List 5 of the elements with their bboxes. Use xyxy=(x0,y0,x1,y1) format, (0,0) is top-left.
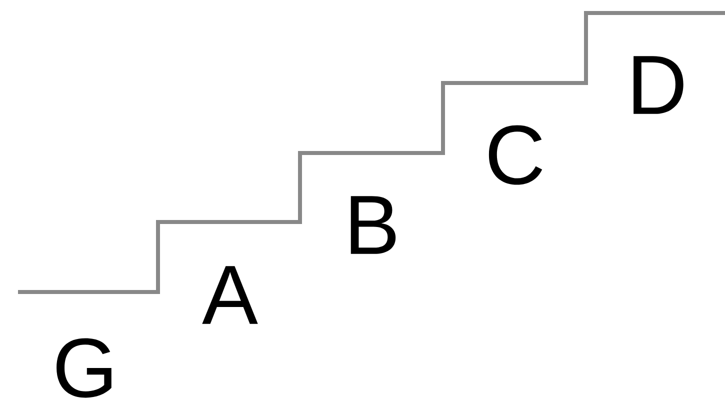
step-label: D xyxy=(634,56,684,114)
step-label: A xyxy=(202,266,258,324)
step-label: B xyxy=(350,196,396,254)
step-label: G xyxy=(56,338,112,398)
step-label: C xyxy=(488,125,542,185)
